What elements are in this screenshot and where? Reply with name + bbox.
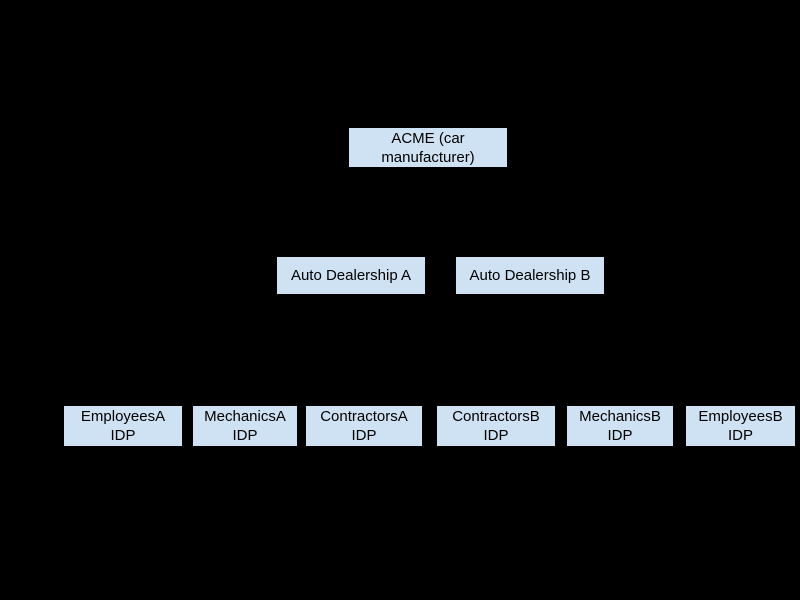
node-contractors-b-idp: ContractorsB IDP [436, 405, 556, 447]
node-label-line: IDP [607, 427, 633, 444]
node-label-line: MechanicsA [204, 408, 286, 425]
node-label-line: MechanicsB [579, 408, 661, 425]
node-label-line: IDP [727, 427, 753, 444]
node-mechanics-b-idp: MechanicsB IDP [566, 405, 674, 447]
node-label: Auto Dealership A [290, 267, 412, 284]
node-label-line: IDP [232, 427, 258, 444]
node-auto-dealership-a: Auto Dealership A [276, 256, 426, 295]
node-acme-root: ACME (car manufacturer) [348, 127, 508, 168]
node-label: Auto Dealership B [469, 267, 591, 284]
node-label-line: ContractorsA [320, 408, 408, 425]
node-label-line: IDP [110, 427, 136, 444]
node-label-line: manufacturer) [381, 148, 475, 166]
node-label-line: ACME (car [391, 129, 465, 147]
node-auto-dealership-b: Auto Dealership B [455, 256, 605, 295]
node-contractors-a-idp: ContractorsA IDP [305, 405, 423, 447]
node-employees-b-idp: EmployeesB IDP [685, 405, 796, 447]
node-label-line: IDP [483, 427, 509, 444]
node-label-line: ContractorsB [452, 408, 540, 425]
node-mechanics-a-idp: MechanicsA IDP [192, 405, 298, 447]
node-label-line: IDP [351, 427, 377, 444]
node-employees-a-idp: EmployeesA IDP [63, 405, 183, 447]
node-label-line: EmployeesB [698, 408, 783, 425]
node-label-line: EmployeesA [80, 408, 166, 425]
